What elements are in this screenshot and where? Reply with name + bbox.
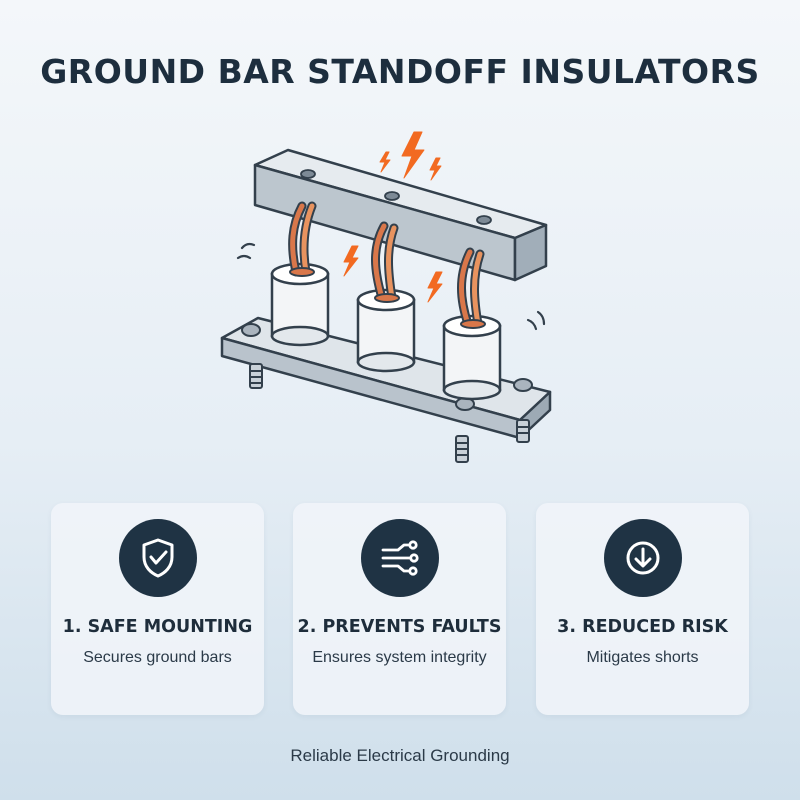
mounting-bolt-icon [249, 363, 530, 463]
ground-bar-illustration [220, 131, 552, 463]
feature-card-prevents-faults: 2. PREVENTS FAULTS Ensures system integr… [293, 503, 506, 715]
plate-bolt-heads [241, 323, 533, 411]
footer-tagline: Reliable Electrical Grounding [290, 746, 510, 765]
card-subtitle: Secures ground bars [83, 649, 232, 666]
insulator-middle [356, 288, 416, 373]
card-title: 3. REDUCED RISK [557, 617, 728, 637]
ground-bar [253, 148, 548, 282]
feature-card-safe-mounting: 1. SAFE MOUNTING Secures ground bars [51, 503, 264, 715]
circuit-lines-icon [361, 519, 439, 597]
card-title: 2. PREVENTS FAULTS [297, 617, 502, 637]
feature-card-reduced-risk: 3. REDUCED RISK Mitigates shorts [536, 503, 749, 715]
spark-icon [343, 131, 443, 303]
insulator-left [270, 262, 330, 347]
card-subtitle: Mitigates shorts [586, 649, 699, 666]
insulator-right [442, 314, 502, 401]
copper-wires [288, 201, 486, 329]
card-title: 1. SAFE MOUNTING [62, 617, 253, 637]
card-subtitle: Ensures system integrity [312, 649, 487, 666]
shield-check-icon [119, 519, 197, 597]
vibration-marks [236, 242, 546, 331]
arrow-down-circle-icon [604, 519, 682, 597]
page-title: GROUND BAR STANDOFF INSULATORS [40, 52, 760, 91]
